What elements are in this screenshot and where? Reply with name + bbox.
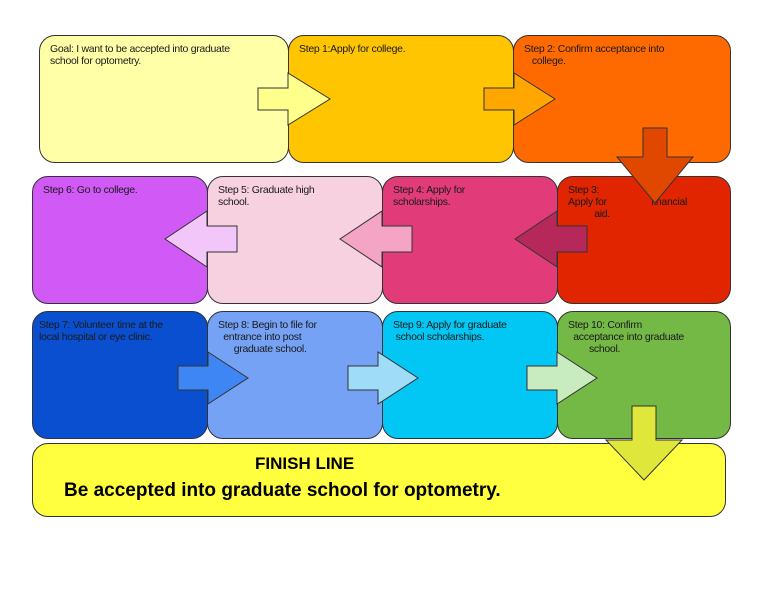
step-4-box: Step 4: Apply for scholarships. bbox=[382, 176, 558, 304]
finish-line-subtitle: Be accepted into graduate school for opt… bbox=[64, 480, 501, 501]
step-5-box: Step 5: Graduate high school. bbox=[207, 176, 383, 304]
step-9-box: Step 9: Apply for graduate school schola… bbox=[382, 311, 558, 439]
step-2-box: Step 2: Confirm acceptance into college. bbox=[513, 35, 731, 163]
step-6-box: Step 6: Go to college. bbox=[32, 176, 208, 304]
step-10-box: Step 10: Confirm acceptance into graduat… bbox=[557, 311, 731, 439]
step-2-text: Step 2: Confirm acceptance into college. bbox=[524, 43, 665, 67]
goal-box: Goal: I want to be accepted into graduat… bbox=[39, 35, 289, 163]
step-7-box: Step 7: Volunteer time at the local hosp… bbox=[32, 311, 208, 439]
step-8-box: Step 8: Begin to file for entrance into … bbox=[207, 311, 383, 439]
step-1-box: Step 1:Apply for college. bbox=[288, 35, 514, 163]
step-4-text: Step 4: Apply for scholarships. bbox=[393, 184, 465, 208]
step-7-text: Step 7: Volunteer time at the local hosp… bbox=[39, 319, 163, 343]
goal-text: Goal: I want to be accepted into graduat… bbox=[50, 43, 230, 67]
step-1-text: Step 1:Apply for college. bbox=[299, 43, 406, 55]
step-8-text: Step 8: Begin to file for entrance into … bbox=[218, 319, 317, 355]
step-5-text: Step 5: Graduate high school. bbox=[218, 184, 315, 208]
step-10-text: Step 10: Confirm acceptance into graduat… bbox=[568, 319, 684, 355]
step-6-text: Step 6: Go to college. bbox=[43, 184, 138, 196]
step-3-text: Step 3: Apply for financial aid. bbox=[568, 184, 688, 220]
finish-line-title: FINISH LINE bbox=[255, 454, 355, 473]
step-9-text: Step 9: Apply for graduate school schola… bbox=[393, 319, 507, 343]
step-3-box: Step 3: Apply for financial aid. bbox=[557, 176, 731, 304]
